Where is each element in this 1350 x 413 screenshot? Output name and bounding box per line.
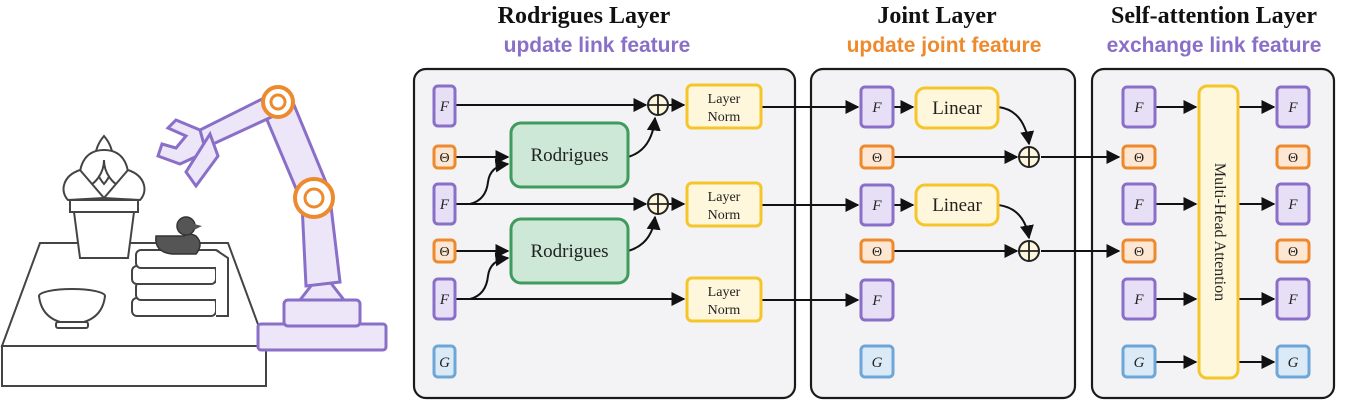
global-feature-node xyxy=(859,344,895,379)
bowl-icon xyxy=(38,288,106,329)
link-feature-label: F xyxy=(1133,197,1144,213)
duck-icon xyxy=(155,216,202,255)
edge-rod2-plus xyxy=(627,215,661,252)
layer-norm-label-line1: Layer xyxy=(708,285,741,300)
linear-block-label: Linear xyxy=(932,195,982,216)
link-feature-node xyxy=(1121,277,1157,321)
link-feature-label: F xyxy=(439,197,450,213)
link-feature-label: F xyxy=(439,292,450,308)
global-feature-label: G xyxy=(1134,355,1145,371)
layer-norm-label-line2: Norm xyxy=(708,208,741,223)
link-feature-node xyxy=(1121,85,1157,129)
robot-arm-icon xyxy=(156,94,388,352)
joint-angle-node xyxy=(1121,238,1157,264)
joint-angle-label: Θ xyxy=(872,245,882,260)
global-feature-label: G xyxy=(872,355,883,371)
global-feature-node xyxy=(1121,344,1157,379)
joint-angle-label: Θ xyxy=(1134,245,1144,260)
joint-angle-label: Θ xyxy=(1288,245,1298,260)
joint-angle-node xyxy=(859,238,895,264)
rodrigues-layer-nodes: F Θ F Θ F G Rodrigues Rodrigues Layer No… xyxy=(432,83,763,379)
robot-scene-illustration xyxy=(0,85,388,387)
joint-angle-label: Θ xyxy=(1288,151,1298,166)
layer-norm-label-line1: Layer xyxy=(708,92,741,107)
joint-layer-title: Joint Layer xyxy=(877,3,997,29)
link-feature-node xyxy=(859,183,895,227)
connections xyxy=(455,98,1276,369)
edge-f3-rod2 xyxy=(469,252,510,300)
rodrigues-block-label: Rodrigues xyxy=(530,145,608,166)
rodrigues-block-label: Rodrigues xyxy=(530,241,608,262)
link-feature-node xyxy=(432,182,457,226)
global-feature-label: G xyxy=(1288,355,1299,371)
linear-block xyxy=(914,183,1000,227)
link-feature-node xyxy=(1275,277,1311,321)
link-feature-label: F xyxy=(439,99,450,115)
link-feature-node xyxy=(859,85,895,129)
rodrigues-block xyxy=(509,121,630,189)
layer-norm-block xyxy=(685,83,763,130)
plus-circle-icon xyxy=(1018,240,1040,262)
joint-angle-node xyxy=(859,144,895,170)
link-feature-label: F xyxy=(1287,292,1298,308)
link-feature-label: F xyxy=(1287,197,1298,213)
layer-norm-block xyxy=(685,276,763,323)
edge-linear2-plus xyxy=(997,204,1034,240)
global-feature-label: G xyxy=(439,355,450,371)
link-feature-label: F xyxy=(871,100,882,116)
layer-norm-label-line1: Layer xyxy=(708,190,741,205)
self-attention-layer-subtitle: exchange link feature xyxy=(1107,34,1322,57)
layer-norm-label-line2: Norm xyxy=(708,303,741,318)
plus-circle-icon xyxy=(647,193,669,215)
books-icon xyxy=(131,249,229,317)
linear-block-label: Linear xyxy=(932,98,982,119)
joint-angle-label: Θ xyxy=(439,245,449,260)
link-feature-label: F xyxy=(1133,292,1144,308)
global-feature-node xyxy=(432,344,457,379)
robot-joint-icon xyxy=(261,85,335,219)
linear-block xyxy=(914,86,1000,130)
joint-angle-node xyxy=(1275,238,1311,264)
self-attention-layer-nodes: F Θ F Θ F G Multi-Head Attention F Θ F Θ… xyxy=(1121,84,1311,380)
joint-angle-label: Θ xyxy=(872,151,882,166)
link-feature-node xyxy=(1275,182,1311,226)
self-attention-layer-title: Self-attention Layer xyxy=(1111,3,1317,29)
plus-circle-icon xyxy=(1018,146,1040,168)
edge-rod1-plus xyxy=(627,116,661,158)
global-feature-node xyxy=(1275,344,1311,379)
edge-f2-rod1 xyxy=(469,158,510,205)
rodrigues-layer-subtitle: update link feature xyxy=(504,34,691,57)
layer-norm-block xyxy=(685,181,763,228)
link-feature-label: F xyxy=(871,293,882,309)
joint-angle-node xyxy=(432,238,457,264)
link-feature-node xyxy=(432,277,457,321)
link-feature-label: F xyxy=(871,198,882,214)
link-feature-label: F xyxy=(1287,100,1298,116)
joint-layer-subtitle: update joint feature xyxy=(847,34,1042,57)
joint-angle-label: Θ xyxy=(1134,151,1144,166)
link-feature-node xyxy=(1121,182,1157,226)
joint-layer-nodes: F Θ F Θ F G Linear Linear xyxy=(859,85,1040,379)
joint-angle-label: Θ xyxy=(439,151,449,166)
joint-angle-node xyxy=(1275,144,1311,170)
edge-linear1-plus xyxy=(997,106,1035,146)
rodrigues-block xyxy=(509,217,630,285)
rodrigues-layer-title: Rodrigues Layer xyxy=(498,3,671,29)
multi-head-attention-block xyxy=(1197,84,1240,380)
plant-icon xyxy=(62,134,146,259)
layer-norm-label-line2: Norm xyxy=(708,110,741,125)
multi-head-attention-label: Multi-Head Attention xyxy=(1211,163,1228,301)
plus-circle-icon xyxy=(647,94,669,116)
link-feature-node xyxy=(1275,85,1311,129)
joint-angle-node xyxy=(1121,144,1157,170)
link-feature-label: F xyxy=(1133,100,1144,116)
joint-angle-node xyxy=(432,144,457,170)
link-feature-node xyxy=(859,278,895,322)
link-feature-node xyxy=(432,84,457,128)
